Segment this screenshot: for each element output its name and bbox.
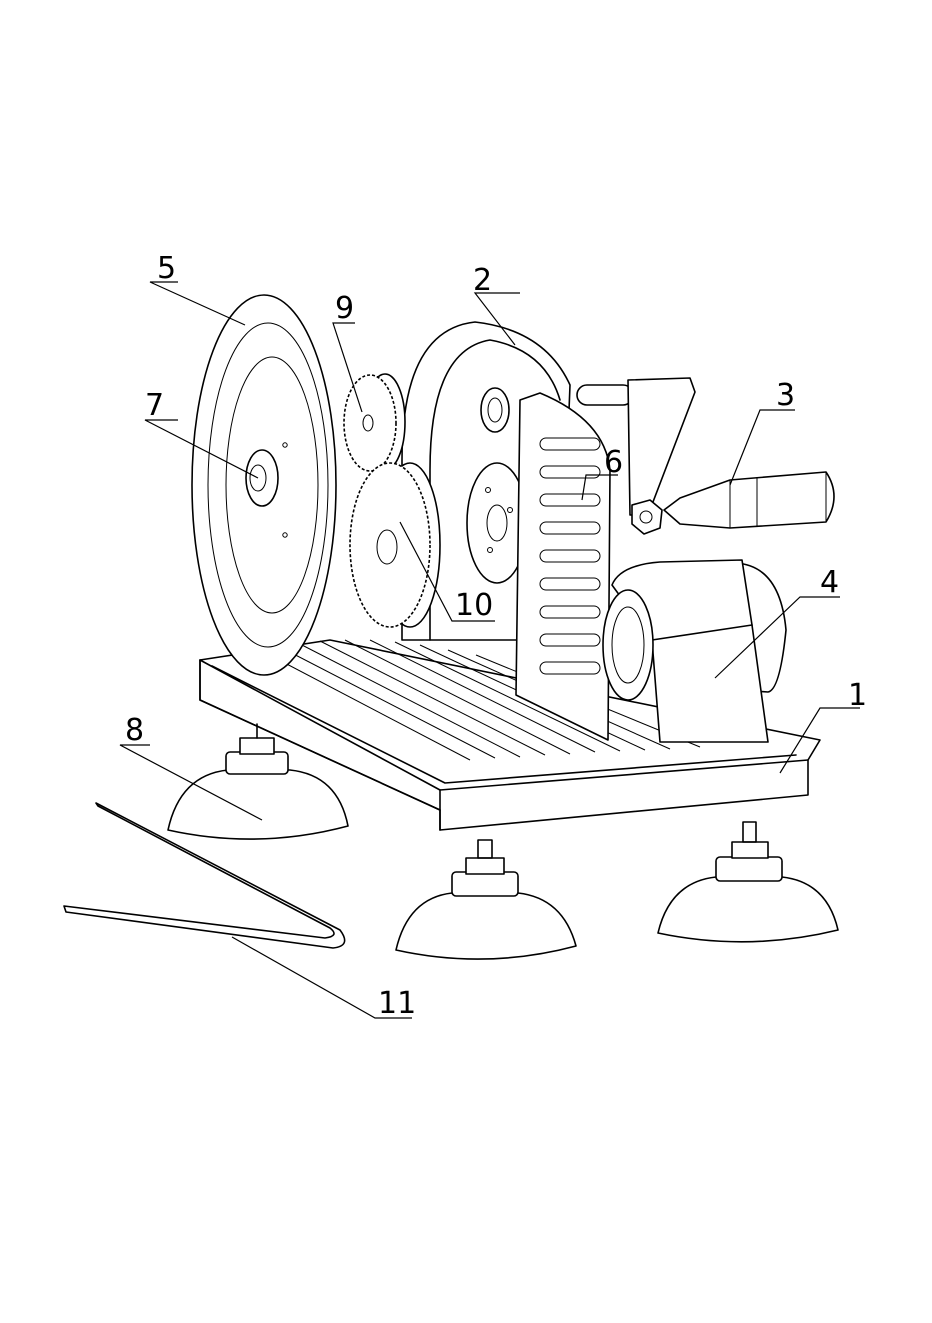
callout-1: 1 — [848, 678, 867, 713]
callout-10: 10 — [455, 588, 493, 623]
small-gear — [344, 374, 405, 471]
suction-foot-right — [658, 822, 838, 942]
saw-blade — [192, 295, 336, 675]
callout-6: 6 — [604, 445, 623, 480]
callout-3: 3 — [776, 378, 795, 413]
large-gear — [350, 463, 440, 627]
callout-7: 7 — [145, 388, 164, 423]
callout-8: 8 — [125, 713, 144, 748]
suction-foot-middle — [396, 840, 576, 959]
callout-9: 9 — [335, 291, 354, 326]
callout-5: 5 — [157, 251, 176, 286]
guard-plate — [516, 393, 610, 740]
callout-4: 4 — [820, 565, 839, 600]
callout-11: 11 — [378, 986, 416, 1021]
callout-2: 2 — [473, 263, 492, 298]
arbor-nut — [246, 450, 278, 506]
